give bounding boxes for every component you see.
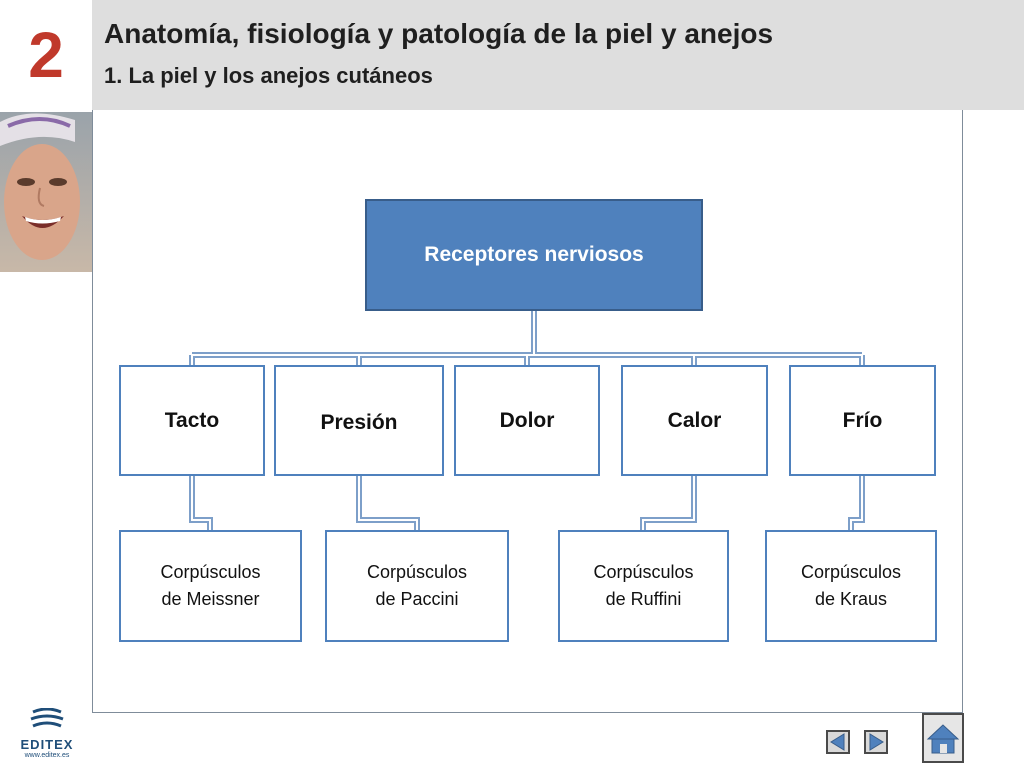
receptor-line-2: de Meissner: [161, 589, 260, 609]
category-node-calor: Calor: [621, 365, 768, 476]
page-title: Anatomía, fisiología y patología de la p…: [104, 18, 774, 49]
category-node-frio: Frío: [789, 365, 936, 476]
category-node-presion: Presión: [274, 365, 444, 476]
receptor-line-2: de Ruffini: [605, 589, 682, 609]
receptor-node-meissner: Corpúsculos de Meissner: [119, 530, 302, 642]
receptor-line-2: de Paccini: [375, 589, 459, 609]
chapter-number: 2: [28, 19, 64, 91]
logo-url: www.editex.es: [24, 752, 70, 759]
header-band: Anatomía, fisiología y patología de la p…: [92, 0, 1024, 110]
root-node: Receptores nerviosos: [365, 199, 703, 311]
receptor-line-1: Corpúsculos: [593, 562, 694, 582]
receptor-node-ruffini: Corpúsculos de Ruffini: [558, 530, 729, 642]
home-icon: [926, 724, 960, 754]
category-node-dolor: Dolor: [454, 365, 600, 476]
logo-wordmark: EDITEX: [20, 737, 74, 752]
receptor-line-2: de Kraus: [814, 589, 888, 609]
receptor-line-1: Corpúsculos: [366, 562, 468, 582]
smiling-woman-photo: [0, 112, 92, 272]
home-button[interactable]: [922, 713, 964, 763]
category-node-tacto: Tacto: [119, 365, 265, 476]
receptor-node-paccini: Corpúsculos de Paccini: [325, 530, 509, 642]
receptor-line-1: Corpúsculos: [800, 562, 902, 582]
triangle-left-icon: [830, 733, 845, 751]
page-subtitle: 1. La piel y los anejos cutáneos: [104, 63, 433, 88]
previous-slide-button[interactable]: [826, 730, 850, 754]
editex-logo: EDITEX www.editex.es: [12, 707, 82, 764]
receptor-node-kraus: Corpúsculos de Kraus: [765, 530, 937, 642]
editex-logo-icon: [30, 707, 64, 728]
next-slide-button[interactable]: [864, 730, 888, 754]
receptor-line-1: Corpúsculos: [160, 562, 261, 582]
triangle-right-icon: [869, 733, 884, 751]
content-frame: [92, 110, 963, 713]
